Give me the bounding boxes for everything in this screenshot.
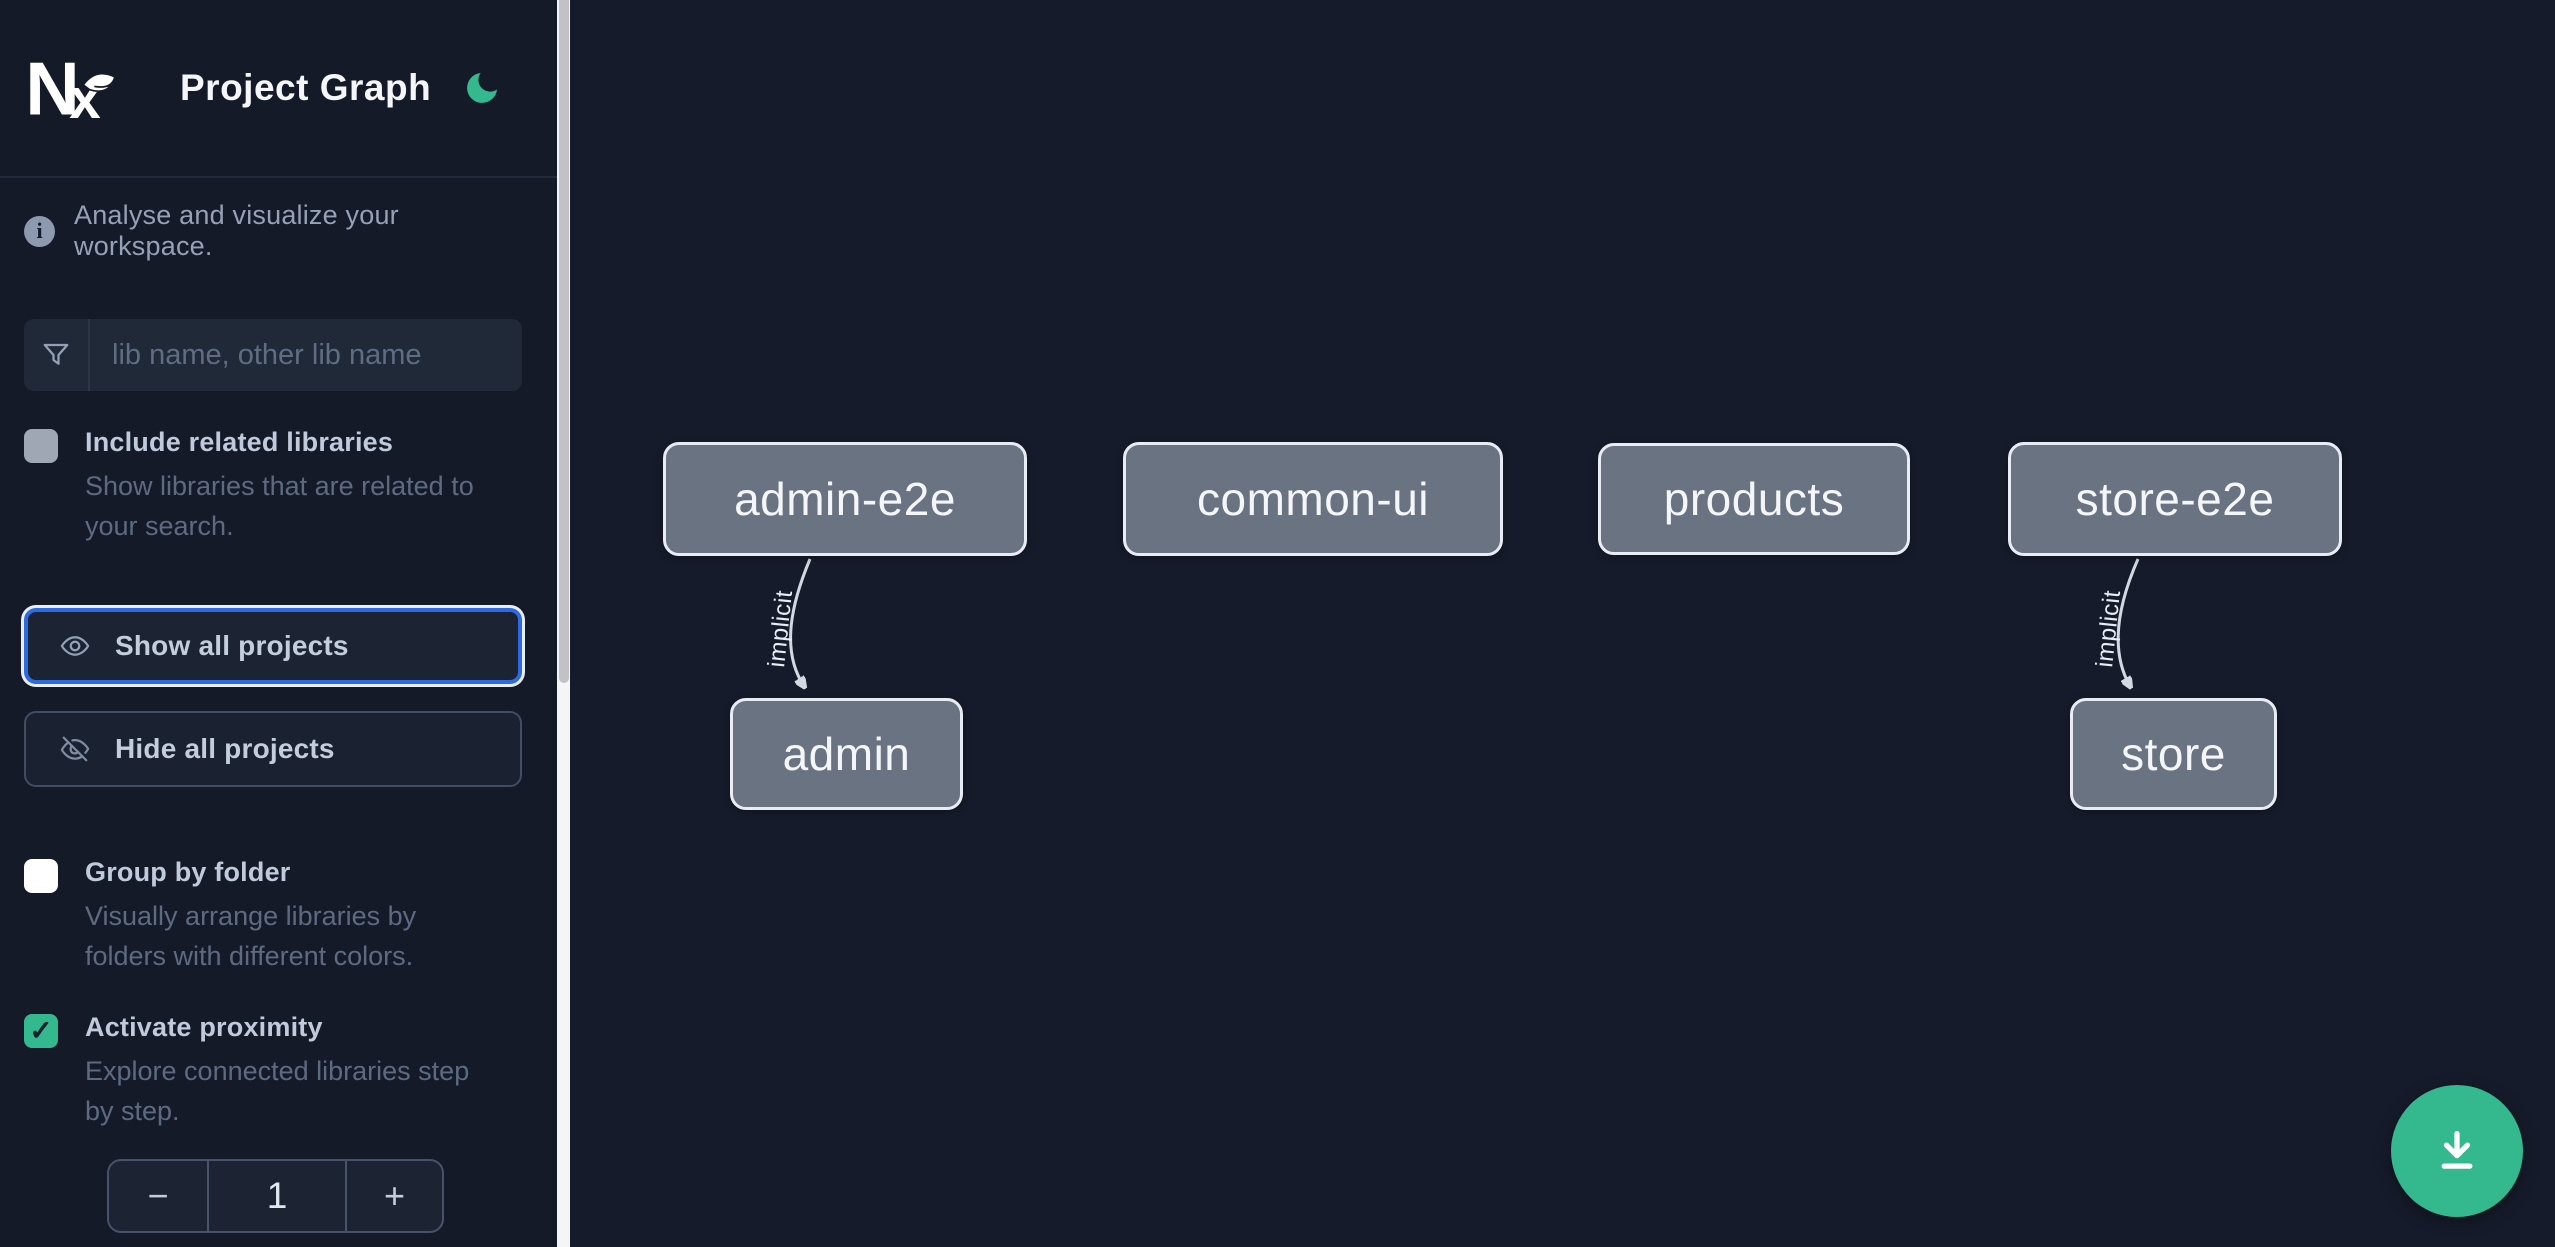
graph-node-common-ui[interactable]: common-ui bbox=[1123, 442, 1503, 556]
hide-all-projects-label: Hide all projects bbox=[115, 733, 335, 764]
group-by-folder-description: Visually arrange libraries by folders wi… bbox=[85, 901, 417, 971]
include-related-checkbox[interactable] bbox=[24, 429, 58, 463]
download-icon bbox=[2441, 1130, 2473, 1169]
show-all-projects-label: Show all projects bbox=[115, 630, 349, 661]
activate-proximity-description: Explore connected libraries step by step… bbox=[85, 1056, 470, 1126]
theme-toggle-button[interactable] bbox=[460, 66, 504, 110]
sidebar-scrollbar-track[interactable] bbox=[557, 0, 570, 1247]
show-all-projects-button[interactable]: Show all projects bbox=[24, 608, 522, 684]
download-graph-button[interactable] bbox=[2391, 1085, 2523, 1217]
sidebar-header: N x Project Graph bbox=[0, 0, 557, 178]
edge-store-e2e-to-store bbox=[2116, 558, 2140, 686]
option-group-by-folder: Group by folder Visually arrange librari… bbox=[24, 857, 522, 976]
option-activate-proximity: Activate proximity Explore connected lib… bbox=[24, 1012, 522, 1131]
option-include-related: Include related libraries Show libraries… bbox=[24, 427, 522, 546]
graph-node-products[interactable]: products bbox=[1598, 443, 1910, 555]
intro-row: i Analyse and visualize your workspace. bbox=[24, 200, 522, 262]
sidebar-scrollbar-thumb[interactable] bbox=[558, 0, 569, 683]
graph-node-store-e2e[interactable]: store-e2e bbox=[2008, 442, 2342, 556]
graph-edges: implicit implicit bbox=[763, 558, 2140, 1247]
info-icon: i bbox=[24, 215, 55, 247]
page-title: Project Graph bbox=[180, 67, 432, 108]
search-box bbox=[24, 319, 522, 391]
decrement-button[interactable]: − bbox=[109, 1161, 209, 1231]
include-related-description: Show libraries that are related to your … bbox=[85, 471, 474, 541]
activate-proximity-label: Activate proximity bbox=[85, 1012, 323, 1042]
graph-node-store[interactable]: store bbox=[2070, 698, 2277, 810]
include-related-label: Include related libraries bbox=[85, 427, 394, 457]
moon-icon bbox=[467, 73, 497, 103]
svg-text:N: N bbox=[27, 55, 80, 121]
group-by-folder-checkbox[interactable] bbox=[24, 859, 58, 893]
eye-off-icon bbox=[60, 736, 90, 762]
increment-button[interactable]: + bbox=[345, 1161, 442, 1231]
filter-icon bbox=[24, 319, 90, 391]
nx-logo: N x bbox=[27, 55, 116, 121]
graph-node-admin[interactable]: admin bbox=[730, 698, 963, 810]
group-by-folder-label: Group by folder bbox=[85, 857, 291, 887]
hide-all-projects-button[interactable]: Hide all projects bbox=[24, 711, 522, 787]
search-input[interactable] bbox=[90, 319, 522, 391]
sidebar: N x Project Graph i Analyse and visualiz… bbox=[0, 0, 570, 1247]
proximity-depth-stepper: − 1 + bbox=[107, 1159, 444, 1233]
edge-admin-e2e-to-admin bbox=[789, 558, 812, 686]
eye-icon bbox=[60, 636, 90, 656]
depth-value: 1 bbox=[266, 1175, 288, 1216]
graph-node-admin-e2e[interactable]: admin-e2e bbox=[663, 442, 1027, 556]
activate-proximity-checkbox[interactable] bbox=[24, 1014, 58, 1048]
intro-text: Analyse and visualize your workspace. bbox=[74, 200, 399, 261]
project-graph-canvas[interactable]: implicit implicit admin-e2e common-ui pr… bbox=[570, 0, 2555, 1247]
